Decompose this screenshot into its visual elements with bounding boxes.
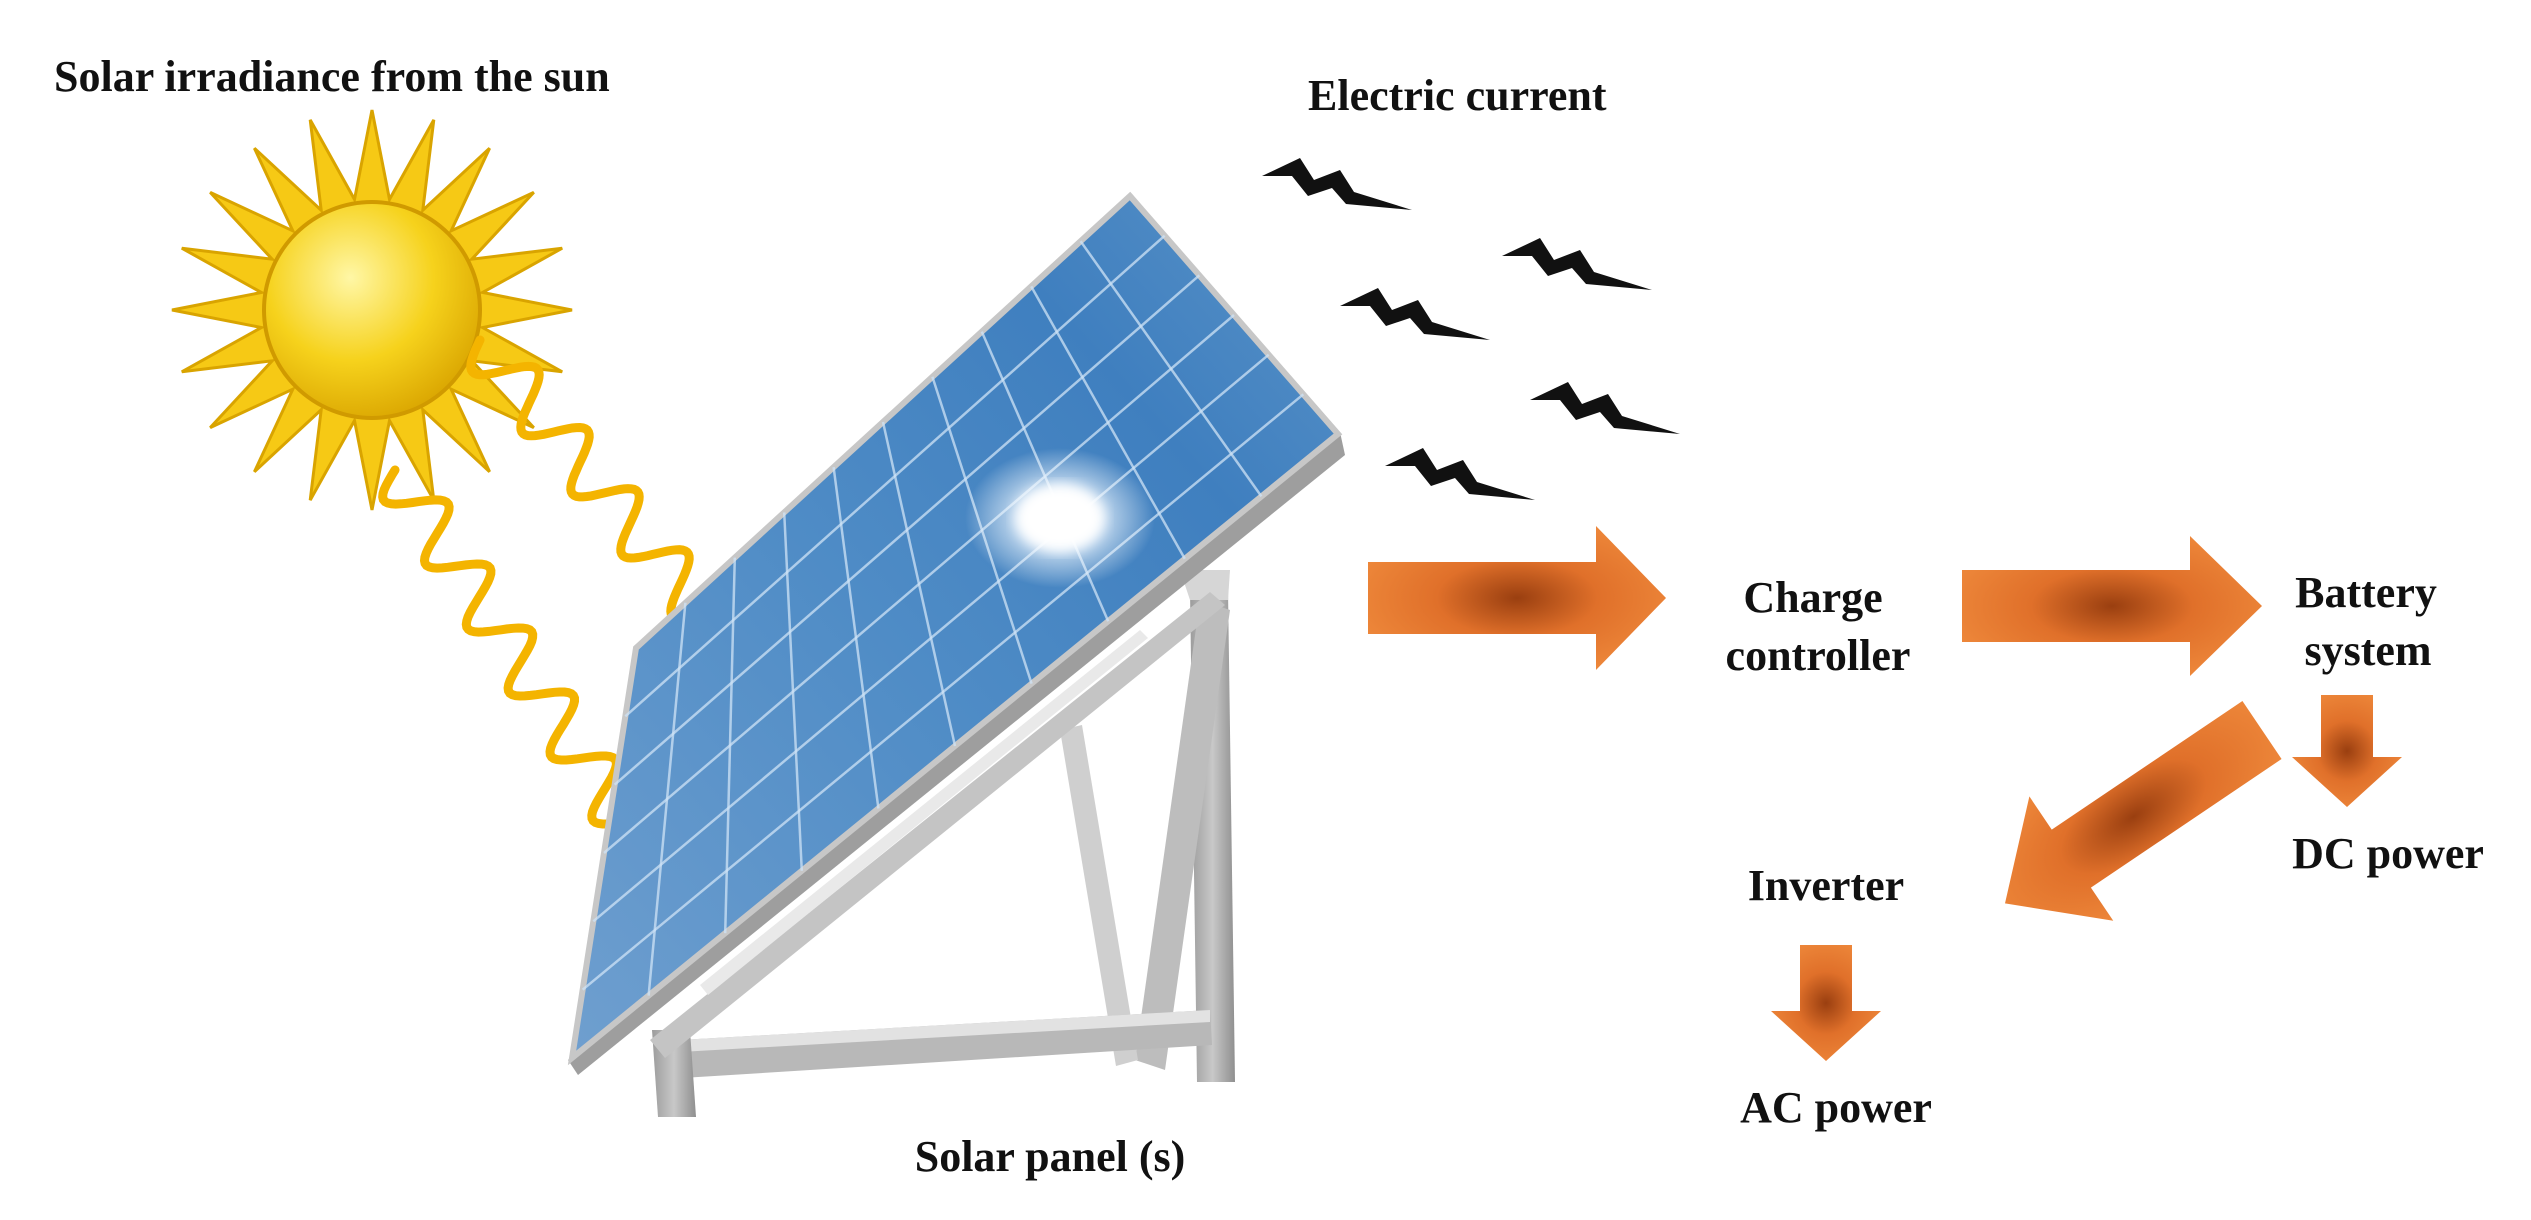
arrow-battery-to-inverter — [2004, 700, 2282, 921]
current-label: Electric current — [1308, 71, 1607, 120]
charge-controller-label-line1: Charge — [1743, 573, 1882, 622]
lightning-bolt-icon — [1262, 158, 1412, 210]
lightning-bolt-icon — [1530, 382, 1680, 434]
flow-arrows — [1368, 526, 2402, 1061]
lightning-bolt-icon — [1502, 238, 1652, 290]
inverter-label: Inverter — [1748, 861, 1904, 910]
arrow-panel-to-charge-controller — [1368, 526, 1666, 670]
panel-label: Solar panel (s) — [915, 1132, 1186, 1181]
sun-icon — [171, 109, 573, 511]
charge-controller-label-line2: controller — [1726, 631, 1911, 680]
solar-panel — [567, 191, 1345, 1075]
electric-current-bolts — [1262, 158, 1680, 500]
sun-label: Solar irradiance from the sun — [54, 52, 610, 101]
arrow-inverter-to-ac-power — [1771, 945, 1881, 1061]
battery-label-line1: Battery — [2295, 568, 2437, 617]
arrow-charge-controller-to-battery — [1962, 536, 2262, 676]
lightning-bolt-icon — [1385, 448, 1535, 500]
panel-stand — [650, 570, 1235, 1117]
arrow-battery-to-dc-power — [2292, 695, 2402, 807]
dc-power-label: DC power — [2292, 829, 2484, 878]
ac-power-label: AC power — [1740, 1083, 1932, 1132]
lightning-bolt-icon — [1340, 288, 1490, 340]
battery-label-line2: system — [2304, 626, 2431, 675]
